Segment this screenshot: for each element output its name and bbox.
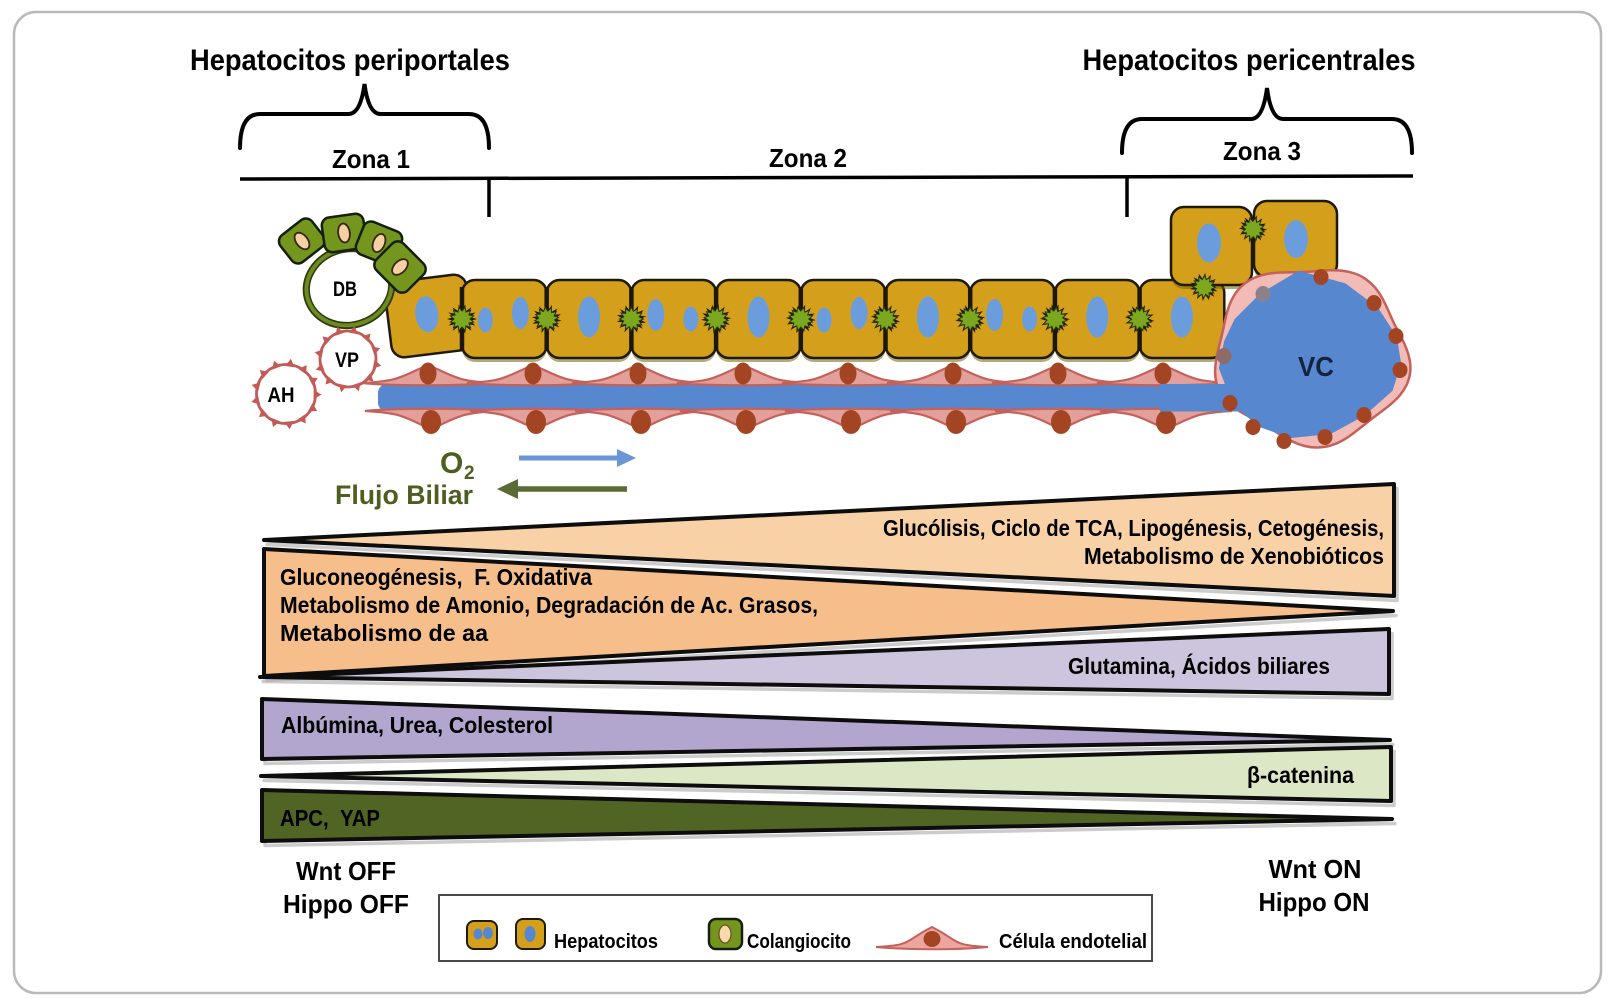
svg-text:O: O — [440, 447, 463, 480]
svg-text:Zona 1: Zona 1 — [332, 144, 410, 174]
svg-text:Flujo Biliar: Flujo Biliar — [335, 480, 473, 510]
svg-text:Zona 3: Zona 3 — [1223, 136, 1301, 166]
svg-text:Wnt ON: Wnt ON — [1269, 854, 1362, 884]
svg-text:Zona 2: Zona 2 — [769, 143, 847, 173]
svg-text:2: 2 — [464, 463, 475, 484]
svg-text:Hepatocitos periportales: Hepatocitos periportales — [190, 44, 510, 77]
svg-text:Gluconeogénesis, F. Oxidativa: Gluconeogénesis, F. Oxidativa — [280, 564, 592, 590]
svg-text:Hepatocitos: Hepatocitos — [554, 931, 658, 953]
svg-text:AH: AH — [268, 384, 295, 407]
svg-text:Metabolismo de aa: Metabolismo de aa — [280, 620, 488, 646]
svg-text:Metabolismo de Xenobióticos: Metabolismo de Xenobióticos — [1084, 543, 1384, 569]
svg-text:Glutamina, Ácidos biliares: Glutamina, Ácidos biliares — [1068, 652, 1330, 679]
svg-text:Glucólisis, Ciclo de TCA, Lipo: Glucólisis, Ciclo de TCA, Lipogénesis, C… — [883, 515, 1384, 541]
svg-text:DB: DB — [333, 278, 357, 301]
svg-text:Hippo OFF: Hippo OFF — [283, 889, 409, 919]
svg-text:Wnt OFF: Wnt OFF — [296, 856, 396, 886]
svg-text:VP: VP — [335, 349, 359, 372]
svg-text:Hippo ON: Hippo ON — [1259, 887, 1370, 917]
svg-text:Metabolismo de Amonio, Degrada: Metabolismo de Amonio, Degradación de Ac… — [280, 592, 818, 618]
svg-text:β-catenina: β-catenina — [1247, 762, 1354, 788]
svg-text:Hepatocitos pericentrales: Hepatocitos pericentrales — [1083, 44, 1416, 77]
svg-text:Célula endotelial: Célula endotelial — [999, 931, 1147, 953]
svg-text:Colangiocito: Colangiocito — [747, 931, 851, 953]
svg-text:Albúmina, Urea, Colesterol: Albúmina, Urea, Colesterol — [281, 712, 553, 738]
svg-text:VC: VC — [1298, 351, 1334, 382]
svg-text:APC, YAP: APC, YAP — [280, 805, 380, 831]
